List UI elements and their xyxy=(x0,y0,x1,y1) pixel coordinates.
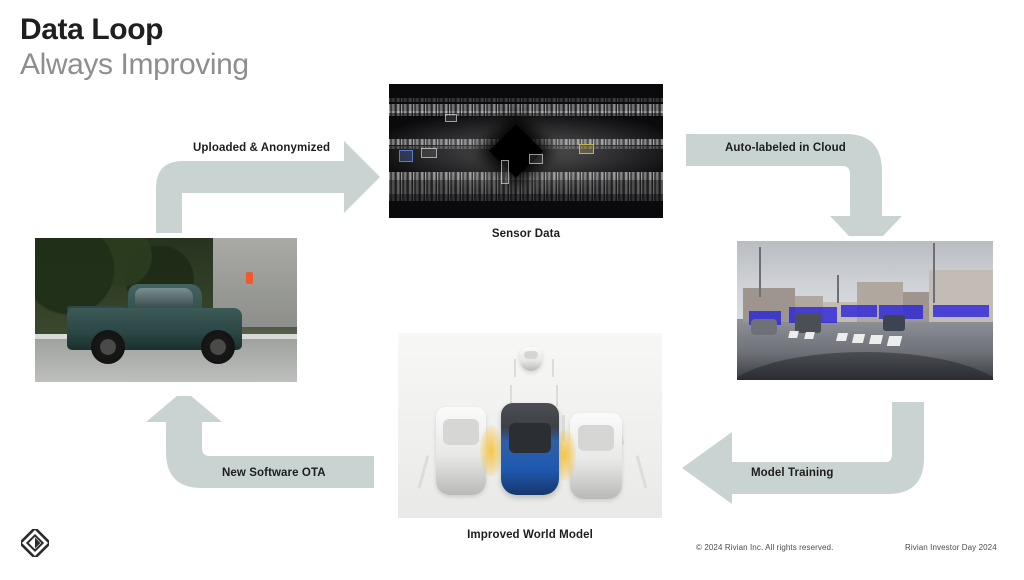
arrow-label-auto-labeled: Auto-labeled in Cloud xyxy=(725,142,846,154)
caption-improved-world-model: Improved World Model xyxy=(467,529,593,541)
arrow-auto-labeled-in-cloud xyxy=(686,134,902,236)
traffic-light xyxy=(246,272,253,284)
auto-labeled-dashcam-image xyxy=(737,241,993,380)
arrow-label-model-training: Model Training xyxy=(751,467,834,479)
truck-wheel-rear xyxy=(91,330,125,364)
ego-vehicle-windshield xyxy=(509,423,551,453)
bounding-box xyxy=(933,305,989,317)
page-title: Data Loop xyxy=(20,13,164,46)
footer-event-name: Rivian Investor Day 2024 xyxy=(905,543,997,552)
bounding-box xyxy=(841,305,877,317)
rivian-truck-photo xyxy=(35,238,297,382)
footer-copyright: © 2024 Rivian Inc. All rights reserved. xyxy=(696,543,834,552)
rivian-diamond-logo xyxy=(21,529,49,557)
arrow-label-new-software-ota: New Software OTA xyxy=(222,467,326,479)
arrow-new-software-ota xyxy=(146,396,374,488)
arrow-uploaded-and-anonymized xyxy=(156,141,380,233)
improved-world-model-image xyxy=(398,333,662,518)
sensor-data-image xyxy=(389,84,663,218)
sensor-glow-left xyxy=(480,425,502,477)
title-block: Data Loop Always Improving xyxy=(20,12,249,83)
arrow-model-training xyxy=(682,402,924,504)
truck-wheel-front xyxy=(201,330,235,364)
caption-sensor-data: Sensor Data xyxy=(491,228,561,240)
arrow-label-uploaded: Uploaded & Anonymized xyxy=(193,142,331,154)
truck-window xyxy=(135,288,193,308)
sensor-glow-right xyxy=(554,429,576,481)
ego-vehicle xyxy=(501,403,559,495)
page-subtitle: Always Improving xyxy=(20,48,249,82)
